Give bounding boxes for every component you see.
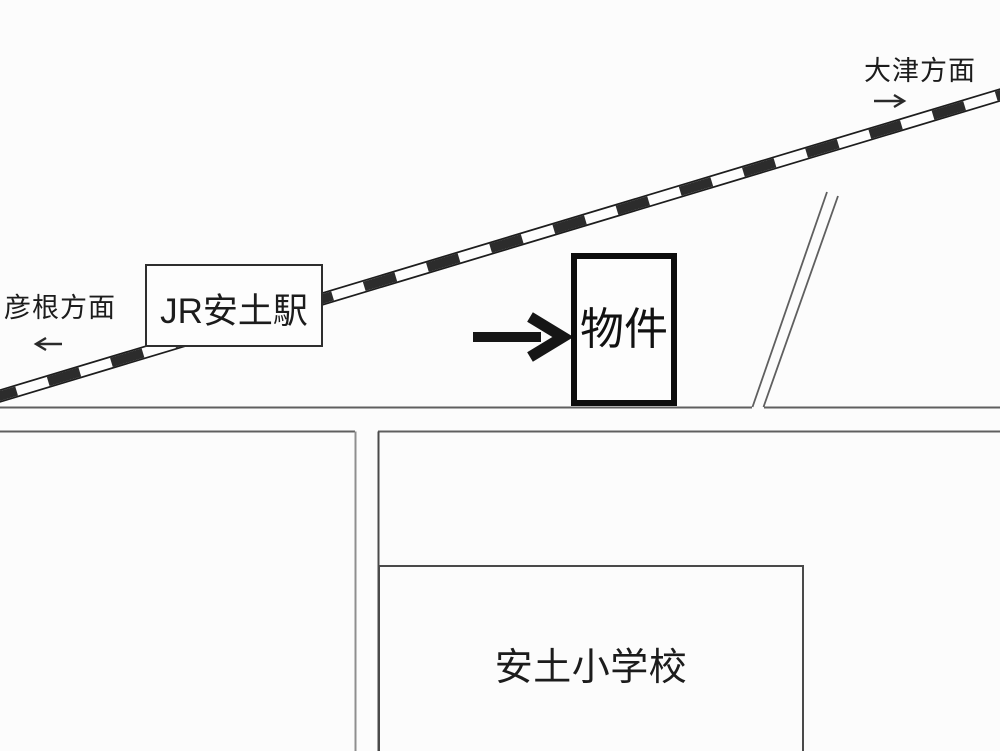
- hikone-direction-label: 彦根方面: [4, 293, 116, 323]
- right-arrow-icon: [874, 93, 907, 109]
- station-label: JR安土駅: [160, 292, 308, 331]
- side-road-diagonal-left-edge: [751, 191, 828, 408]
- railway-ties: [0, 90, 1000, 401]
- railway-line: [0, 88, 1000, 403]
- otsu-direction-label: 大津方面: [864, 56, 976, 86]
- left-arrow-icon: [33, 336, 62, 352]
- station-box: JR安土駅: [145, 264, 323, 347]
- property-label: 物件: [580, 304, 668, 354]
- school-box: 安土小学校: [378, 565, 804, 751]
- property-box: 物件: [571, 253, 677, 406]
- school-label: 安土小学校: [494, 647, 688, 689]
- property-pointer-arrow-icon: [473, 312, 574, 362]
- side-road-diagonal-right-edge: [762, 195, 839, 408]
